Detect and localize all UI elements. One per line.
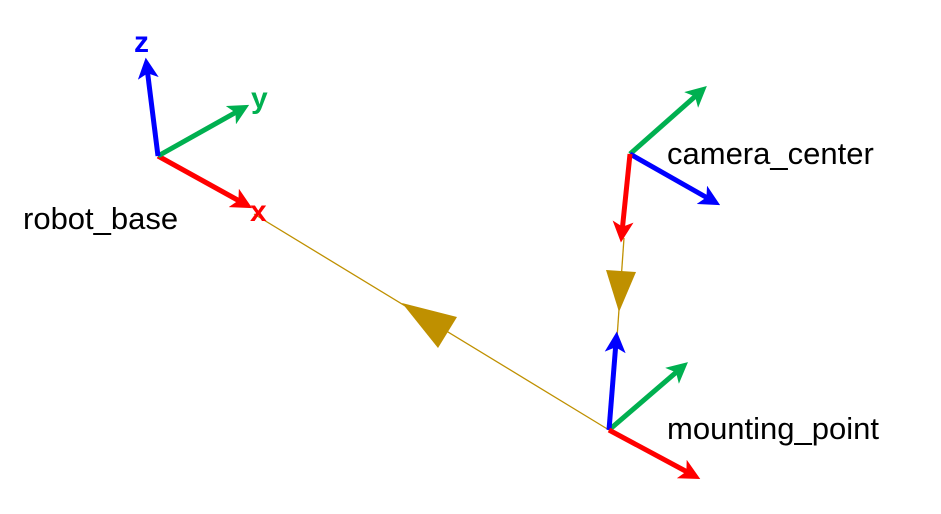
robot-base-z-axis <box>137 57 161 157</box>
robot-base-x-axis <box>156 153 253 209</box>
link-direction-arrow <box>402 303 457 348</box>
robot-base-y-axis <box>156 104 250 159</box>
mounting-point-x-axis <box>607 427 701 479</box>
frame-mounting-point: mounting_point <box>604 331 879 479</box>
link-direction-arrow <box>606 270 636 312</box>
mounting-point-label: mounting_point <box>667 411 879 446</box>
frame-camera-center: camera_center <box>612 86 874 243</box>
camera-center-z-axis <box>628 151 721 206</box>
y-axis-label: y <box>251 82 268 115</box>
camera-center-y-axis <box>628 86 707 156</box>
frame-robot-base: z y x robot_base <box>23 26 268 236</box>
x-axis-label: x <box>250 195 267 228</box>
link-mounting-point-to-robot-base <box>253 213 610 431</box>
robot-base-label: robot_base <box>23 201 178 236</box>
camera-center-x-axis <box>612 153 634 243</box>
mounting-point-y-axis <box>607 362 688 432</box>
mounting-point-z-axis <box>604 331 626 431</box>
camera-center-label: camera_center <box>667 136 874 171</box>
z-axis-label: z <box>134 26 149 59</box>
link-camera-center-to-mounting-point <box>606 237 636 339</box>
